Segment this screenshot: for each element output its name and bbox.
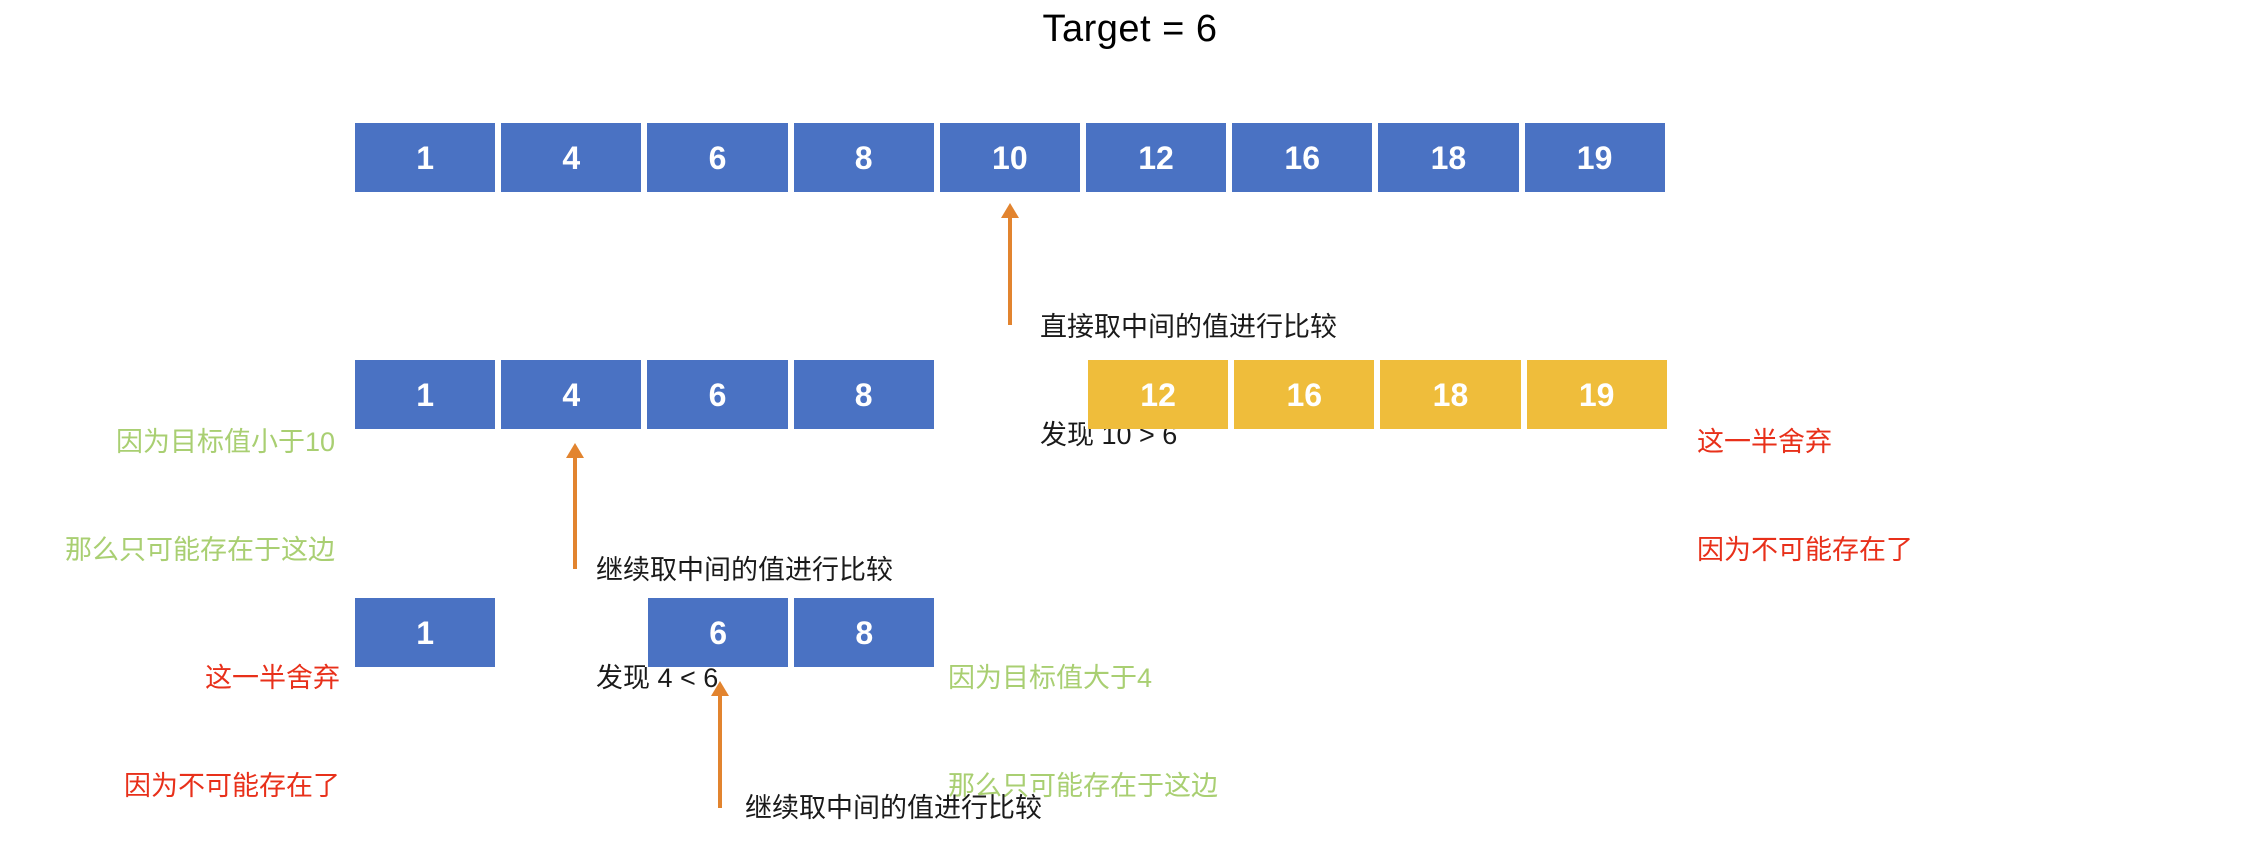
array-cell-value: 4 [562, 139, 581, 176]
array-cell[interactable]: 19 [1521, 123, 1668, 192]
array-cell[interactable]: 1 [352, 123, 499, 192]
annotation-line: 这一半舍弃 [1697, 427, 1832, 457]
array-cell-value: 4 [562, 376, 581, 413]
array-cell[interactable]: 12 [1082, 123, 1230, 192]
annotation-line: 直接取中间的值进行比较 [1040, 312, 1337, 342]
step3-discard-left-annotation: 这一半舍弃 因为不可能存在了 [0, 588, 340, 850]
array-cell[interactable]: 18 [1375, 123, 1522, 192]
array-cell[interactable]: 6 [644, 360, 791, 429]
array-cell-value: 18 [1432, 376, 1469, 413]
annotation-line: 发现 4 < 6 [596, 663, 719, 693]
array-cell-discarded[interactable]: 18 [1377, 360, 1524, 429]
array-cell-discarded[interactable]: 12 [1085, 360, 1232, 429]
array-cell-value: 6 [709, 614, 727, 651]
array-cell-value: 19 [1576, 139, 1613, 176]
array-cell-value: 12 [1140, 376, 1176, 413]
step3-annotation: 继续取中间的值进行比较 发现就是我们要找的值 OK，成功查找到 [745, 718, 1042, 850]
array-cell-value: 8 [854, 139, 873, 176]
array-row-step2-kept: 1 4 6 8 [352, 360, 937, 429]
array-cell-value: 1 [416, 376, 434, 413]
array-cell-value: 16 [1284, 139, 1321, 176]
annotation-line: 继续取中间的值进行比较 [596, 555, 893, 585]
step2-discard-right-annotation: 这一半舍弃 因为不可能存在了 [1697, 352, 1913, 640]
array-cell-value: 6 [708, 376, 727, 413]
array-cell-discarded[interactable]: 1 [352, 598, 499, 667]
array-cell-value: 16 [1286, 376, 1323, 413]
step3-keep-right-annotation: 因为目标值大于4 那么只可能存在于这边 [948, 588, 1218, 850]
array-cell-value: 1 [416, 614, 434, 651]
step3-pointer-arrow-icon [704, 681, 736, 808]
array-cell-value: 10 [992, 139, 1028, 176]
array-row-step3-discarded: 1 [352, 598, 499, 667]
array-cell-value: 6 [708, 139, 727, 176]
array-cell-probe[interactable]: 10 [936, 123, 1083, 192]
annotation-line: 那么只可能存在于这边 [65, 535, 335, 565]
array-row-step1: 1 4 6 8 10 12 16 18 19 [352, 123, 1668, 192]
array-cell-probe[interactable]: 4 [498, 360, 645, 429]
array-cell-probe[interactable]: 6 [645, 598, 792, 667]
annotation-line: 因为不可能存在了 [124, 771, 340, 801]
annotation-line: 继续取中间的值进行比较 [745, 793, 1042, 823]
arrow-head-icon [711, 681, 729, 696]
array-cell[interactable]: 8 [790, 360, 937, 429]
arrow-shaft [573, 454, 577, 569]
arrow-shaft [718, 692, 722, 808]
array-cell-value: 1 [416, 139, 434, 176]
annotation-line: 因为不可能存在了 [1697, 535, 1913, 565]
array-cell[interactable]: 16 [1229, 123, 1376, 192]
array-cell-discarded[interactable]: 16 [1231, 360, 1378, 429]
array-cell[interactable]: 4 [498, 123, 645, 192]
array-cell[interactable]: 8 [790, 123, 937, 192]
array-cell-value: 18 [1430, 139, 1467, 176]
arrow-shaft [1008, 214, 1012, 325]
step2-pointer-arrow-icon [559, 443, 591, 569]
arrow-head-icon [566, 443, 584, 458]
arrow-head-icon [1001, 203, 1019, 218]
step2-keep-left-annotation: 因为目标值小于10 那么只可能存在于这边 [0, 352, 335, 640]
annotation-line: 因为目标值大于4 [948, 663, 1153, 693]
annotation-line: 这一半舍弃 [205, 663, 340, 693]
page-title: Target = 6 [1042, 8, 1218, 50]
array-row-step2-discarded: 12 16 18 19 [1085, 360, 1670, 429]
array-cell-value: 8 [855, 614, 874, 651]
annotation-line: 因为目标值小于10 [115, 427, 335, 457]
annotation-line: 那么只可能存在于这边 [948, 771, 1218, 801]
step2-annotation: 继续取中间的值进行比较 发现 4 < 6 [596, 480, 893, 768]
array-row-step3-kept: 6 8 [645, 598, 938, 667]
array-cell[interactable]: 1 [352, 360, 499, 429]
array-cell-value: 8 [854, 376, 873, 413]
array-cell[interactable]: 8 [791, 598, 938, 667]
array-cell[interactable]: 6 [644, 123, 791, 192]
array-cell-discarded[interactable]: 19 [1523, 360, 1670, 429]
array-cell-value: 19 [1578, 376, 1615, 413]
step1-pointer-arrow-icon [994, 203, 1026, 325]
array-cell-value: 12 [1138, 139, 1174, 176]
